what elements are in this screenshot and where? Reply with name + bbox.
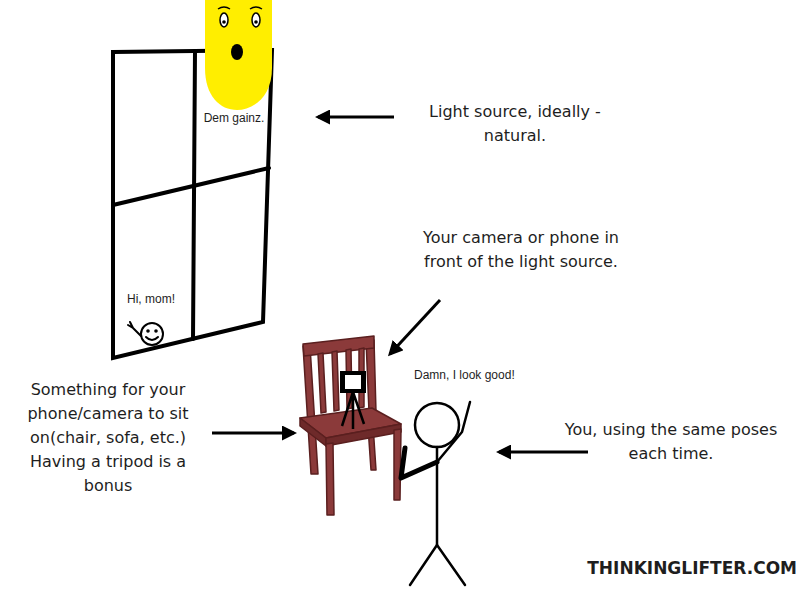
figure-head — [141, 323, 163, 345]
callout-note: Something for your phone/camera to sit o… — [10, 378, 206, 498]
sun-speech: Dem gainz. — [198, 109, 270, 127]
chair-seat-edge — [326, 424, 401, 446]
sun-brow — [218, 7, 230, 9]
chair-post — [366, 340, 376, 412]
chair-leg — [326, 443, 334, 515]
camera-on-tripod — [340, 371, 366, 429]
sun — [205, 0, 272, 110]
leader-arrow — [212, 432, 294, 435]
sun-pupil — [254, 20, 258, 24]
figure-speech: Damn, I look good! — [414, 366, 532, 384]
sun-mouth — [231, 44, 243, 60]
watermark: THINKINGLIFTER.COM — [560, 556, 797, 582]
camera — [340, 371, 366, 393]
chair-leg — [394, 429, 401, 500]
window-mullion — [193, 51, 195, 339]
sun-eye — [252, 13, 260, 27]
chair-slat — [318, 353, 326, 413]
leader-arrow — [499, 451, 588, 454]
sun-pupil — [222, 20, 226, 24]
chair-seat-edge — [300, 418, 326, 446]
figure-eye — [155, 330, 157, 332]
leader-arrow — [390, 300, 440, 354]
leader-arrow — [318, 116, 394, 119]
sun-face — [205, 0, 272, 110]
callout-note: Your camera or phone in front of the lig… — [410, 226, 632, 274]
waving-figure — [128, 322, 163, 345]
figure-head — [415, 403, 459, 447]
sun-brow — [250, 7, 262, 9]
chair-slat — [332, 351, 339, 411]
figure-hand — [128, 322, 141, 336]
tripod — [342, 392, 364, 429]
chair-post — [303, 346, 318, 474]
callout-note: You, using the same poses each time. — [560, 418, 782, 466]
figure-arm — [437, 402, 470, 462]
callout-note: Light source, ideally - natural. — [400, 100, 630, 148]
camera-screen — [345, 375, 361, 389]
figure-speech: Hi, mom! — [116, 290, 186, 308]
figure-smile — [146, 337, 158, 340]
sun-eye — [220, 13, 228, 27]
chair — [300, 336, 401, 515]
figure-flexed-arm — [401, 448, 437, 478]
leader-arrows — [212, 117, 588, 452]
figure-eye — [147, 330, 149, 332]
stick-figure — [401, 402, 470, 585]
figure-legs — [410, 545, 465, 585]
window-transom — [113, 168, 269, 205]
